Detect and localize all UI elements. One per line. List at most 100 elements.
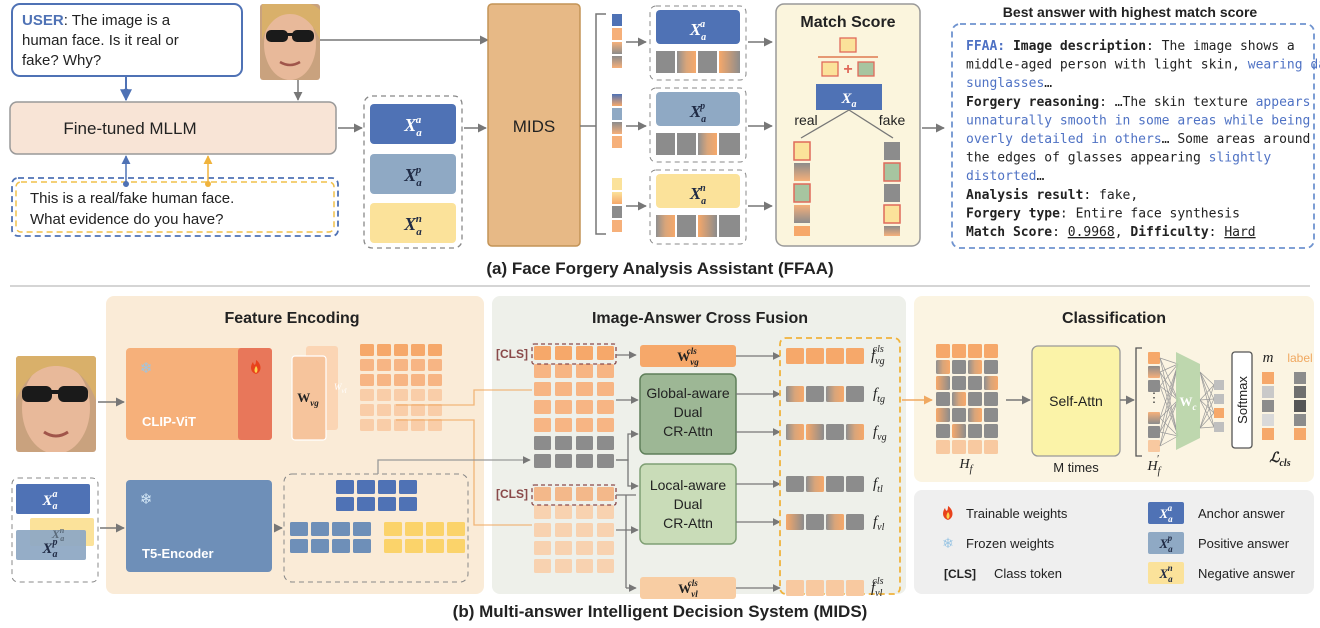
- global-attn-line-2: Dual: [674, 404, 703, 420]
- anchor-token: [336, 497, 354, 511]
- t5-encoder: [126, 480, 272, 572]
- fire-icon: [251, 360, 261, 374]
- ellipsis-dots: ⋮: [1148, 390, 1161, 405]
- negative-answer-block: Xan: [370, 203, 456, 243]
- visual-token: [394, 389, 408, 401]
- visual-token: [411, 419, 425, 431]
- h-f-cell: [952, 344, 966, 358]
- visual-token: [360, 344, 374, 356]
- label-cell: [1294, 414, 1306, 426]
- f-vl-label: fvl: [873, 514, 885, 533]
- answer-embedding-token: [597, 454, 614, 468]
- answer-embedding-token: [555, 454, 572, 468]
- real-label: real: [794, 112, 817, 128]
- global-visual-token: [597, 382, 614, 396]
- answer-line: Match Score: 0.9968, Difficulty: Hard: [966, 225, 1256, 240]
- visual-token: [377, 374, 391, 386]
- prompt-box: [11, 177, 339, 237]
- w-vg-cls-block: [640, 345, 736, 367]
- logit-cell: [1214, 380, 1224, 390]
- positive-token: [311, 539, 329, 553]
- h-f-prime-cell: [1148, 412, 1160, 424]
- answer-embedding-token: [576, 454, 593, 468]
- negative-token: [447, 522, 465, 536]
- h-f-cell: [968, 424, 982, 438]
- m-output-column: [1262, 372, 1274, 440]
- label-cell: [1294, 372, 1306, 384]
- global-aware-attn-block: [639, 373, 737, 455]
- h-f-cell: [936, 440, 950, 454]
- visual-token: [411, 404, 425, 416]
- svg-text:Xap: Xap: [689, 101, 706, 125]
- mllm-label: Fine-tuned MLLM: [63, 119, 196, 138]
- best-answer-text: FFAA: Image description: The image shows…: [966, 39, 1320, 240]
- answer-line: Forgery type: Entire face synthesis: [966, 206, 1240, 221]
- face-image-bottom: [16, 356, 96, 452]
- legend-panel: [914, 490, 1314, 594]
- prompt-line-2: What evidence do you have?: [30, 211, 223, 228]
- local-aware-attn-block: [639, 463, 737, 545]
- visual-token: [377, 344, 391, 356]
- m-cell: [1262, 428, 1274, 440]
- global-visual-token: [534, 382, 551, 396]
- h-f-cell: [968, 440, 982, 454]
- visual-token: [377, 404, 391, 416]
- fused-feature-cell: [846, 476, 864, 492]
- global-visual-token: [576, 418, 593, 432]
- h-f-prime-cell: [1148, 352, 1160, 364]
- svg-text:Xan: Xan: [1158, 563, 1173, 584]
- anchor-token: [378, 480, 396, 494]
- visual-token: [394, 404, 408, 416]
- h-f-cell: [984, 392, 998, 406]
- visual-token: [394, 344, 408, 356]
- negative-token: [426, 539, 444, 553]
- h-f-prime-cell: [1148, 366, 1160, 378]
- visual-token-grid: [360, 344, 442, 431]
- local-visual-token: [555, 559, 572, 573]
- clip-vit-label: CLIP-ViT: [142, 414, 196, 429]
- ffaa-section: USER: The image is a human face. Is it r…: [9, 3, 1320, 278]
- positive-token: [290, 539, 308, 553]
- global-visual-token: [555, 364, 572, 378]
- label-cell: [1294, 386, 1306, 398]
- fused-feature-cell: [846, 386, 864, 402]
- fused-feature-cell: [786, 386, 804, 402]
- local-visual-token: [576, 541, 593, 555]
- logit-cell: [1214, 394, 1224, 404]
- answer-embedding-token: [534, 454, 551, 468]
- mids-section: Feature Encoding Image-Answer Cross Fusi…: [11, 296, 1314, 621]
- positive-token: [290, 522, 308, 536]
- label-column: [1294, 372, 1306, 440]
- classification-title: Classification: [1062, 310, 1166, 327]
- user-question-line-1: USER: The image is a: [22, 12, 171, 29]
- fused-feature-cell: [846, 514, 864, 530]
- local-token-grid: [534, 487, 614, 573]
- cross-fusion-title: Image-Answer Cross Fusion: [592, 310, 808, 327]
- h-f-grid: [936, 344, 998, 454]
- local-visual-token: [576, 487, 593, 501]
- fused-feature-cell: [826, 386, 844, 402]
- global-visual-token: [597, 346, 614, 360]
- negative-token: [405, 522, 423, 536]
- legend-positive: Positive answer: [1198, 536, 1290, 551]
- softmax-label: Softmax: [1235, 376, 1250, 424]
- local-visual-token: [597, 559, 614, 573]
- h-f-prime-column: ⋮: [1148, 352, 1161, 452]
- fused-feature-cell: [806, 386, 824, 402]
- h-f-cell: [936, 376, 950, 390]
- h-f-cell: [984, 424, 998, 438]
- h-f-prime-cell: [1148, 440, 1160, 452]
- local-visual-token: [576, 523, 593, 537]
- negative-token: [384, 539, 402, 553]
- answer-embedding-token: [534, 436, 551, 450]
- h-f-cell: [936, 424, 950, 438]
- h-f-cell: [968, 408, 982, 422]
- fused-feature-cell: [806, 476, 824, 492]
- best-answer-box: [951, 23, 1315, 249]
- answer-line: the edges of glasses appearing slightly: [966, 151, 1271, 166]
- answer-line: FFAA: Image description: The image shows…: [966, 39, 1295, 54]
- fused-feature-cell: [786, 348, 804, 364]
- legend-snowflake-icon: ❄: [942, 535, 954, 551]
- cls-token-bottom: [CLS]: [496, 487, 528, 501]
- answer-input-group: [11, 477, 99, 583]
